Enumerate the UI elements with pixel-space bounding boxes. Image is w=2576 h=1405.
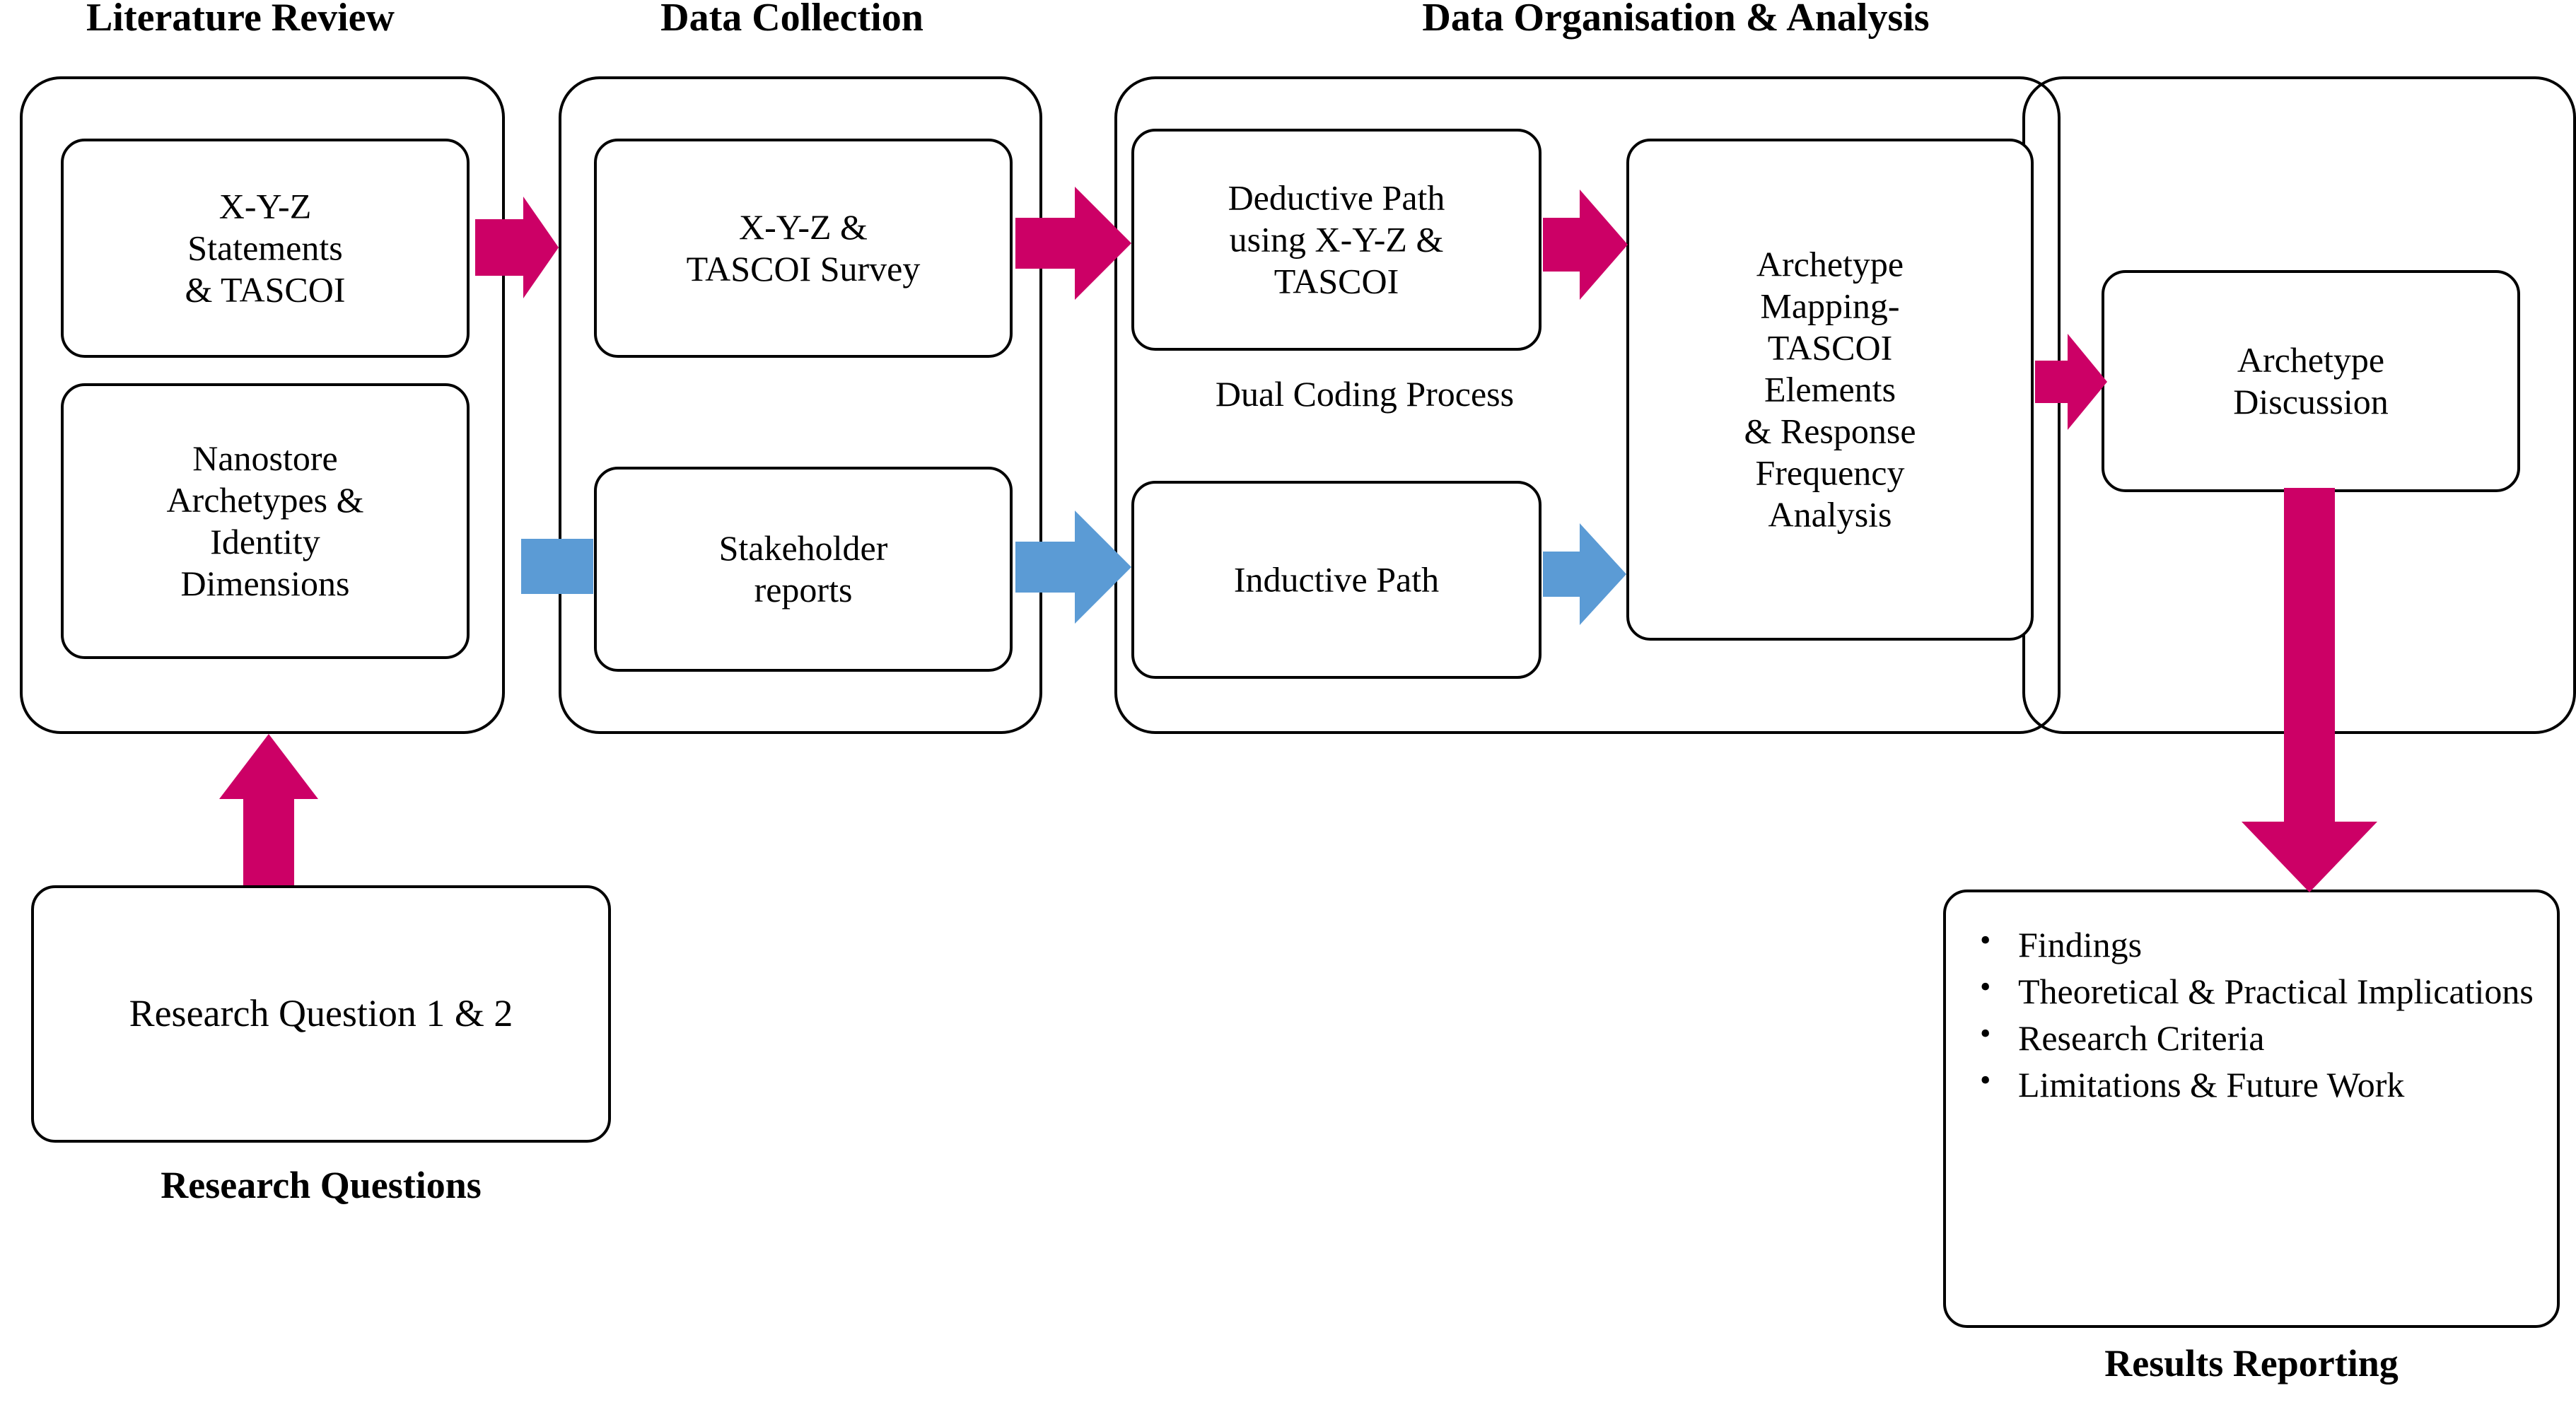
box-line: Frequency — [1755, 453, 1905, 493]
phase-title-research-questions: Research Questions — [161, 1164, 482, 1206]
box-archetype-discussion[interactable]: Archetype Discussion — [2102, 270, 2520, 492]
phase-title-results-reporting: Results Reporting — [2104, 1342, 2399, 1384]
box-research-question[interactable]: Research Question 1 & 2 — [31, 885, 611, 1143]
box-research-question-text: Research Question 1 & 2 — [34, 991, 608, 1037]
box-line: Discussion — [2233, 382, 2389, 421]
box-inductive-path[interactable]: Inductive Path — [1131, 481, 1541, 679]
list-item: Theoretical & Practical Implications — [1967, 967, 2541, 1014]
box-line: Deductive Path — [1228, 177, 1445, 218]
box-deductive-path[interactable]: Deductive Path using X-Y-Z & TASCOI — [1131, 129, 1541, 351]
box-xyz-tascoi-survey[interactable]: X-Y-Z & TASCOI Survey — [594, 139, 1013, 358]
box-inductive-path-text: Inductive Path — [1134, 559, 1539, 601]
results-reporting-bullet-list: Findings Theoretical & Practical Implica… — [1967, 921, 2541, 1109]
box-line: Elements — [1764, 369, 1896, 409]
box-line: Dimensions — [180, 564, 350, 603]
box-line: using X-Y-Z & — [1229, 219, 1444, 260]
box-line: Stakeholder — [718, 528, 888, 568]
list-item: Limitations & Future Work — [1967, 1061, 2541, 1107]
box-stakeholder-reports[interactable]: Stakeholder reports — [594, 467, 1013, 672]
box-line: X-Y-Z & — [739, 207, 868, 247]
box-archetype-mapping[interactable]: Archetype Mapping- TASCOI Elements & Res… — [1626, 139, 2034, 641]
box-line: Inductive Path — [1233, 559, 1440, 600]
label-dual-coding-process: Dual Coding Process — [1215, 374, 1515, 414]
list-item: Research Criteria — [1967, 1014, 2541, 1061]
box-stakeholder-reports-text: Stakeholder reports — [597, 527, 1010, 611]
group-literature-review — [20, 76, 505, 734]
box-line: & Response — [1744, 411, 1916, 451]
list-item: Findings — [1967, 921, 2541, 967]
box-line: Archetypes & — [166, 480, 364, 520]
box-line: Archetype — [2237, 340, 2385, 380]
box-archetype-mapping-text: Archetype Mapping- TASCOI Elements & Res… — [1629, 244, 2031, 536]
box-nanostore-archetypes-text: Nanostore Archetypes & Identity Dimensio… — [64, 438, 467, 605]
phase-title-literature-review: Literature Review — [86, 0, 395, 40]
box-line: Archetype — [1756, 244, 1904, 284]
box-archetype-discussion-text: Archetype Discussion — [2104, 339, 2517, 423]
box-line: Identity — [210, 522, 320, 561]
box-line: & TASCOI — [185, 269, 346, 310]
box-deductive-path-text: Deductive Path using X-Y-Z & TASCOI — [1134, 177, 1539, 303]
group-data-collection — [559, 76, 1042, 734]
box-line: Mapping- — [1760, 286, 1900, 326]
box-xyz-statements[interactable]: X-Y-Z Statements & TASCOI — [61, 139, 470, 358]
box-line: reports — [754, 570, 853, 610]
phase-title-data-collection: Data Collection — [660, 0, 923, 40]
box-line: X-Y-Z — [218, 186, 312, 226]
box-nanostore-archetypes[interactable]: Nanostore Archetypes & Identity Dimensio… — [61, 383, 470, 659]
box-line: Nanostore — [192, 438, 338, 478]
box-line: TASCOI — [1274, 261, 1399, 301]
box-line: Analysis — [1768, 494, 1892, 535]
box-line: TASCOI Survey — [686, 249, 921, 288]
box-line: Statements — [187, 228, 343, 268]
phase-title-data-organisation: Data Organisation & Analysis — [1422, 0, 1930, 40]
box-xyz-statements-text: X-Y-Z Statements & TASCOI — [64, 186, 467, 311]
arrow-up-icon-questions-to-literature — [219, 734, 318, 885]
box-line: TASCOI — [1767, 327, 1893, 368]
box-line: Research Question 1 & 2 — [129, 992, 513, 1035]
box-results-reporting[interactable]: Findings Theoretical & Practical Implica… — [1943, 890, 2560, 1328]
box-xyz-tascoi-survey-text: X-Y-Z & TASCOI Survey — [597, 206, 1010, 290]
